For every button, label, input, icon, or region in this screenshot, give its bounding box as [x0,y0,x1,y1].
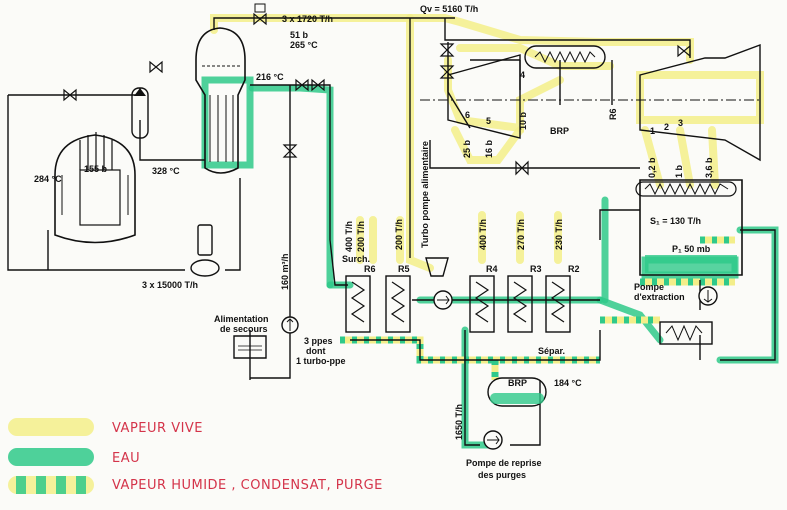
label-steam-pressure: 51 b [290,30,309,40]
label-pumps-3: 1 turbo-ppe [296,356,346,366]
r2-flow: 230 T/h [554,219,564,250]
legend-swatch-water [8,448,94,466]
label-primary-flow: 3 x 15000 T/h [142,280,198,290]
label-drain-pump-2: des purges [478,470,526,480]
pressurizer [131,87,149,139]
legend-label-water: EAU [112,451,140,466]
label-separ: Sépar. [538,346,565,356]
heater-surch-r6 [345,275,371,333]
heater-r3 [507,275,533,333]
label-aux-flow: 160 m³/h [280,253,290,290]
label-sg-inlet-temp: 216 °C [256,72,284,82]
valve-lp-admission [677,44,691,58]
feed-pump [433,290,453,310]
drain-tank [487,377,547,407]
label-pumps-1: 3 ppes [304,336,333,346]
label-r2: R2 [568,264,580,274]
primary-pump [190,224,220,277]
label-r5: R5 [398,264,410,274]
label-qv: Qv = 5160 T/h [420,4,478,14]
label-emergency-1: Alimentation [214,314,269,324]
valve-aux-feed [282,144,298,158]
r6-flow-b: 200 T/h [356,221,366,252]
hp-pressure-10: 10 b [518,111,528,130]
legend-label-steam: VAPEUR VIVE [112,421,203,436]
label-brp-line: BRP [550,126,569,136]
legend-label-wet: VAPEUR HUMIDE , CONDENSAT, PURGE [112,478,383,493]
condenser [635,179,743,276]
r6-flow-a: 400 T/h [344,221,354,252]
lp-pressure-3-6: 3,6 b [704,157,714,178]
extraction-pump [698,286,718,306]
hp-stage-5: 5 [486,116,491,126]
label-pumps-2: dont [306,346,326,356]
steam-generator [195,27,246,174]
drain-pump [483,430,503,450]
label-emergency-2: de secours [220,324,268,334]
lp-stage-2: 2 [664,122,669,132]
valve-primary-left [63,60,163,102]
hp-turbine [420,54,760,139]
r4-flow: 400 T/h [478,219,488,250]
legend-swatch-wet [8,476,94,494]
label-drain-pump-1: Pompe de reprise [466,458,542,468]
label-top-steam: 3 x 1720 T/h [282,14,333,24]
label-drain-flow: 1650 T/h [454,404,464,440]
lp-pressure-0-2: 0,2 b [647,157,657,178]
subcooler [659,321,713,345]
emergency-pump [281,316,299,334]
turbo-pump [425,257,449,277]
r5-flow: 200 T/h [394,219,404,250]
legend: VAPEUR VIVE EAU VAPEUR HUMIDE , CONDENSA… [8,418,383,494]
label-steam-temp: 265 °C [290,40,318,50]
lp-stage-1: 1 [650,126,655,136]
label-r6-line: R6 [608,108,618,120]
heater-r2 [545,275,571,333]
emergency-tank [233,335,267,359]
hp-stage-4: 4 [520,70,525,80]
valve-feedwater [295,78,325,92]
reactor-vessel [54,132,136,244]
r3-flow: 270 T/h [516,219,526,250]
label-primary-hot-temp: 328 °C [152,166,180,176]
heater-r5 [385,275,411,333]
label-turbo-pump: Turbo pompe alimentaire [420,141,430,248]
label-condensate-flow: S₁ = 130 T/h [650,216,701,226]
label-surch: Surch. [342,254,370,264]
label-extraction-1: Pompe [634,282,664,292]
heater-r4 [469,275,495,333]
label-r3: R3 [530,264,542,274]
lp-pressure-1: 1 b [674,164,684,178]
lp-turbine [639,43,761,162]
label-reactor-pressure: 155 b [84,164,108,174]
hp-pressure-25: 25 b [462,139,472,158]
valve-hp-admission [439,43,455,79]
label-extraction-2: d'extraction [634,292,685,302]
label-r4: R4 [486,264,498,274]
valve-main-steam [253,3,267,26]
valve-bypass [515,160,529,176]
label-brp-temp: 184 °C [554,378,582,388]
hp-pressure-16: 16 b [484,139,494,158]
label-r6: R6 [364,264,376,274]
label-reactor-temp: 284 °C [34,174,62,184]
lp-stage-3: 3 [678,118,683,128]
label-drain-tank: BRP [508,378,527,388]
pipe-network [7,17,776,446]
hp-stage-6: 6 [465,110,470,120]
label-condenser-pressure: P₁ 50 mb [672,244,711,254]
legend-swatch-steam [8,418,94,436]
moisture-separator-reheater [524,45,606,69]
